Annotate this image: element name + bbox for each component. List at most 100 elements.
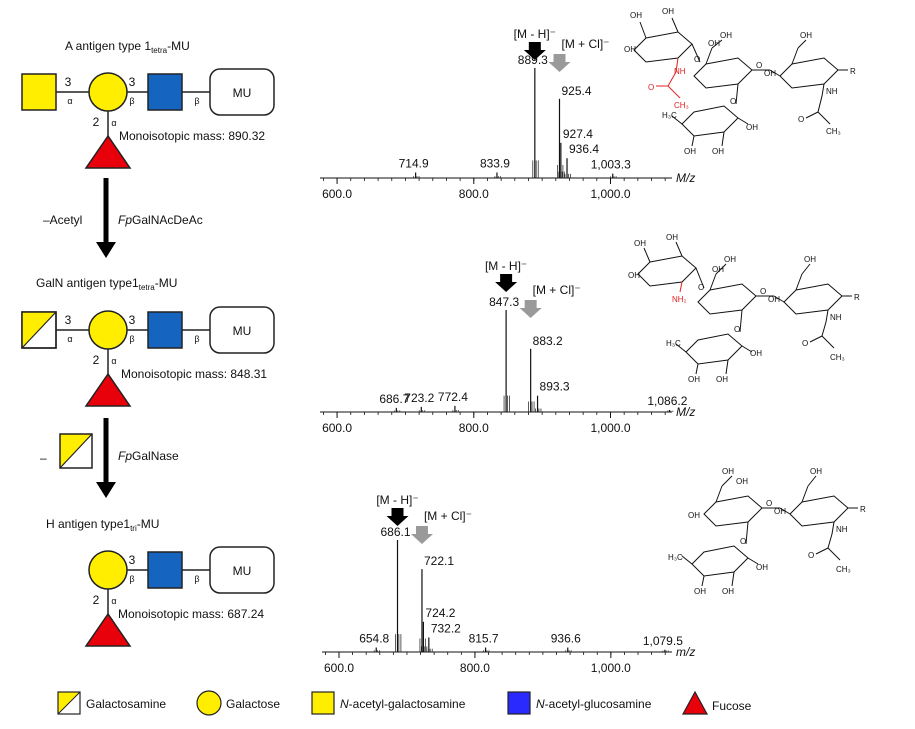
peak-label: 893.3 [540, 380, 570, 394]
link-gal-anomer: β [129, 574, 134, 584]
svg-text:OH: OH [666, 233, 678, 242]
glycan-h-antigen: H antigen type1tri-MU MU 3 β β 2 α Monoi… [46, 517, 275, 647]
m-cl-label: [M + Cl]⁻ [561, 37, 609, 51]
svg-text:R: R [860, 505, 866, 514]
amine-nh2-red: NH₂ [672, 295, 687, 304]
svg-text:NH: NH [836, 525, 848, 534]
svg-text:CH₃: CH₃ [836, 565, 851, 574]
svg-text:OH: OH [716, 375, 728, 384]
glycan-title: A antigen type 1tetra-MU [65, 39, 190, 55]
mu-box [209, 546, 275, 594]
fucose-triangle [84, 612, 132, 647]
link-fucose-anomer: α [111, 118, 116, 128]
link-terminal-anomer: α [67, 96, 72, 106]
svg-text:OH: OH [764, 69, 776, 78]
glcnac-square [147, 73, 183, 111]
peak-label: 1,003.3 [591, 158, 631, 172]
link-gal-position: 3 [129, 553, 136, 567]
svg-text:O: O [740, 537, 746, 546]
acetyl-nh-red: NH [674, 67, 686, 76]
tick-label: 600.0 [322, 187, 352, 201]
legend-item-galactosamine: Galactosamine [57, 691, 166, 715]
svg-text:OH: OH [774, 507, 786, 516]
svg-text:OH: OH [768, 295, 780, 304]
link-terminal-anomer: α [67, 334, 72, 344]
svg-text:OH: OH [688, 511, 700, 520]
mu-box [209, 68, 275, 116]
m-h-arrow [386, 508, 409, 526]
chemical-structure-3-labels: OH OH OH O OH OH R NH O CH₃ H₃C OH OH OH… [668, 467, 866, 596]
galnac-square [21, 73, 57, 111]
tick-label: 800.0 [459, 421, 489, 435]
svg-text:OH: OH [684, 147, 696, 156]
chemical-structure-2-labels: OH OH OH O OH OH O OH OH R NH O CH₃ NH₂ … [628, 233, 860, 384]
svg-text:OH: OH [746, 123, 758, 132]
svg-text:CH₃: CH₃ [830, 353, 845, 362]
svg-text:OH: OH [722, 467, 734, 476]
svg-text:NH: NH [830, 313, 842, 322]
svg-text:OH: OH [800, 31, 812, 40]
tick-label: 1,000.0 [590, 421, 630, 435]
acetyl-o-red: O [648, 83, 654, 92]
svg-text:CH₃: CH₃ [826, 127, 841, 136]
galactose-circle [88, 310, 128, 350]
link-fucose-position: 2 [93, 593, 100, 607]
monoisotopic-mass: Monoisotopic mass: 890.32 [119, 129, 265, 143]
mu-box [209, 306, 275, 354]
svg-text:Galactosamine: Galactosamine [86, 697, 166, 711]
peak-label: 714.9 [399, 157, 429, 171]
glycan-title: GalN antigen type1tetra-MU [36, 276, 177, 292]
aglycone-label: MU [233, 86, 252, 100]
peak-label: 847.3 [489, 295, 519, 309]
peak-label: 889.3 [518, 53, 548, 67]
axis-label: M/z [676, 171, 695, 185]
m-cl-label: [M + Cl]⁻ [424, 509, 472, 523]
svg-text:OH: OH [722, 587, 734, 596]
peak-label: 1,086.2 [647, 394, 687, 408]
svg-text:H₃C: H₃C [666, 339, 681, 348]
tick-label: 1,000.0 [590, 187, 630, 201]
m-cl-label: [M + Cl]⁻ [533, 283, 581, 297]
peak-label: 654.8 [359, 632, 389, 646]
link-gal-position: 3 [129, 313, 136, 327]
peak-label: 722.1 [424, 554, 454, 568]
m-h-arrow [523, 42, 546, 60]
svg-text:H₃C: H₃C [668, 553, 683, 562]
acetyl-ch3-red: CH₃ [674, 101, 689, 110]
peak-label: 883.2 [533, 334, 563, 348]
svg-text:O: O [756, 61, 762, 70]
svg-text:O: O [694, 55, 700, 64]
chemical-structure-2 [637, 241, 852, 375]
link-terminal-position: 3 [65, 75, 72, 89]
galactose-circle [88, 550, 128, 590]
glcnac-square [147, 551, 183, 589]
svg-text:O: O [808, 551, 814, 560]
svg-text:OH: OH [634, 239, 646, 248]
svg-text:OH: OH [630, 11, 642, 20]
peak-label: 1,079.5 [643, 634, 683, 648]
link-gal-anomer: β [129, 334, 134, 344]
svg-text:O: O [760, 287, 766, 296]
legend-item-galactose: Galactose [196, 690, 280, 716]
peak-label: 925.4 [561, 84, 591, 98]
galactosamine-outline [21, 311, 57, 349]
peak-label: 686.1 [380, 525, 410, 539]
link-gal-position: 3 [129, 75, 136, 89]
step-removed-group: – [40, 451, 47, 465]
link-glc-anomer: β [194, 574, 199, 584]
step-enzyme: FpGalNase [118, 449, 179, 463]
link-terminal-position: 3 [65, 313, 72, 327]
legend: Galactosamine Galactose N-acetyl-galacto… [57, 690, 752, 716]
svg-text:OH: OH [810, 467, 822, 476]
peak-label: 686.7 [379, 392, 409, 406]
monoisotopic-mass: Monoisotopic mass: 848.31 [121, 367, 267, 381]
reaction-arrow-head [96, 242, 116, 258]
svg-text:O: O [798, 115, 804, 124]
svg-text:OH: OH [750, 349, 762, 358]
chemical-structure-3 [681, 475, 858, 587]
tick-label: 800.0 [459, 187, 489, 201]
link-glc-anomer: β [194, 334, 199, 344]
